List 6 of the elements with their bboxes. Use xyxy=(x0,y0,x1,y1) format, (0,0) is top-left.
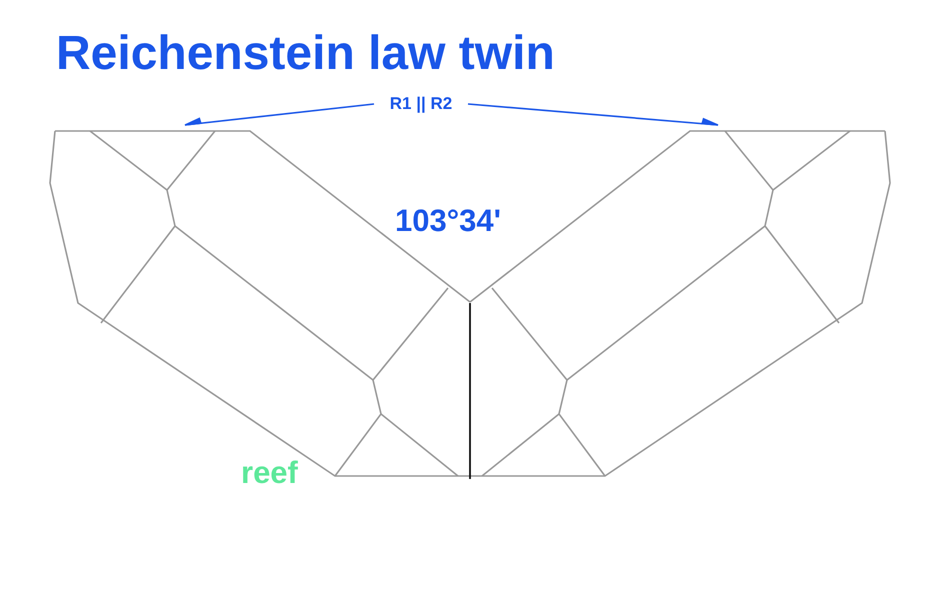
leader-arrow xyxy=(184,103,374,126)
diagram-title: Reichenstein law twin xyxy=(56,26,555,81)
face-label: R1 || R2 xyxy=(374,94,468,114)
angle-label: 103°34' xyxy=(395,203,501,239)
leader-arrow xyxy=(468,103,719,126)
face-label: reef xyxy=(241,455,298,491)
